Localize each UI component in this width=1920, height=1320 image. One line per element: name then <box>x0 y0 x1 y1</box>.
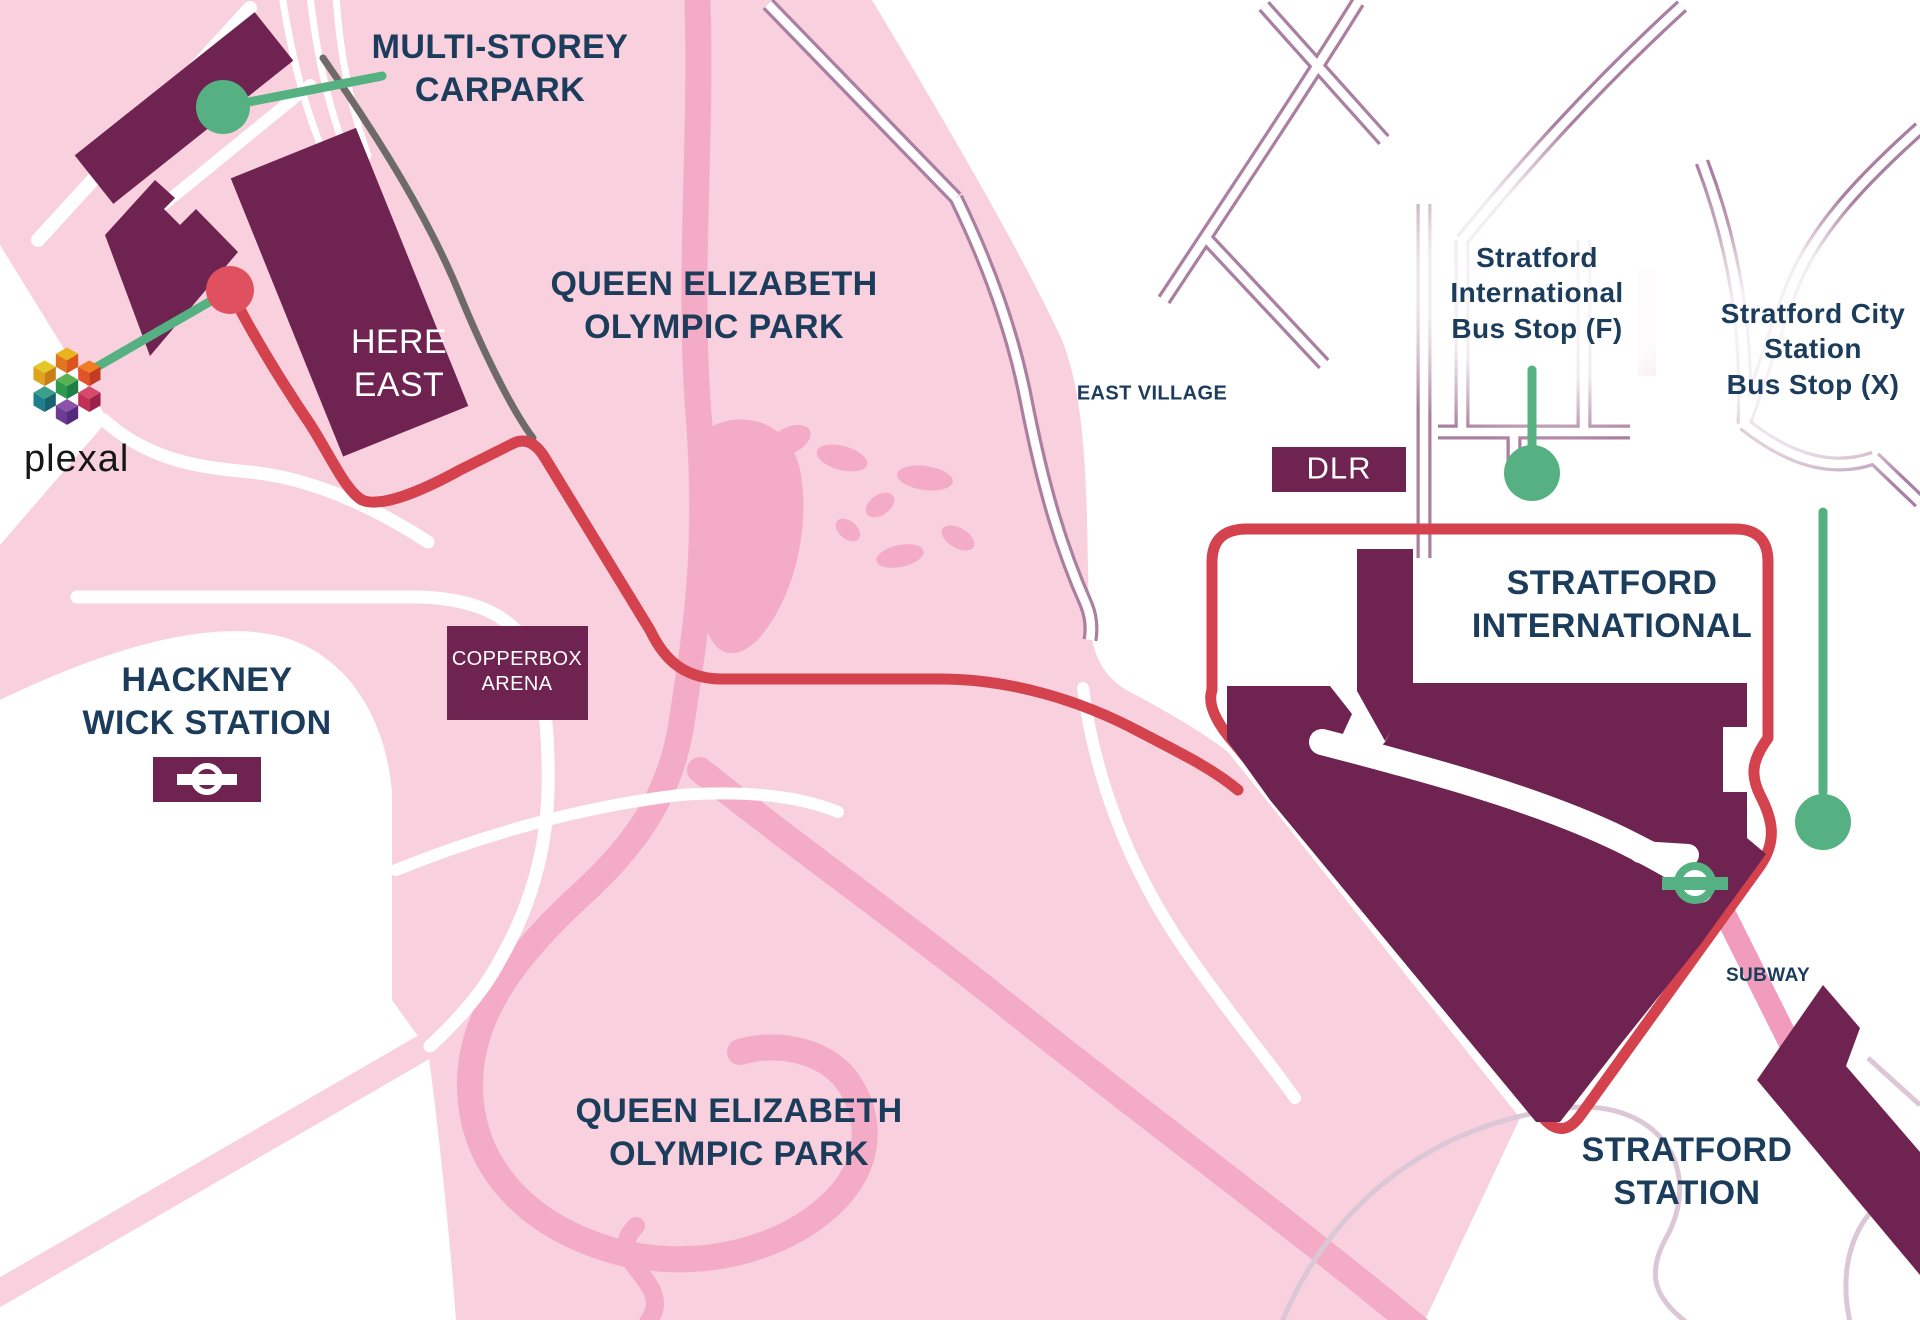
label-dlr: DLR <box>1306 448 1371 487</box>
hackney-wick-white-area <box>0 631 456 1320</box>
label-line: Stratford City <box>1720 298 1906 330</box>
here-east-small-building <box>105 180 238 356</box>
label-bus-stop-x: Stratford City Station Bus Stop (X) <box>1721 296 1906 402</box>
label-line: QUEEN ELIZABETH <box>550 265 878 304</box>
label-line: EAST VILLAGE <box>1076 382 1228 405</box>
label-stratford-international: STRATFORD INTERNATIONAL <box>1472 562 1752 648</box>
river <box>456 0 1429 1320</box>
label-hackney-wick: HACKNEY WICK STATION <box>82 659 331 745</box>
stratford-international-roundel-icon <box>1662 862 1728 904</box>
label-line: Bus Stop (X) <box>1726 368 1900 400</box>
bus-stop-f-halo <box>1337 125 1767 445</box>
here-east-main-building <box>230 127 469 457</box>
label-line: STRATFORD <box>1581 1131 1793 1170</box>
label-stratford-station: STRATFORD STATION <box>1582 1129 1793 1215</box>
label-here-east: HERE EAST <box>351 321 447 407</box>
label-line: WICK STATION <box>82 704 332 742</box>
label-line: Bus Stop (F) <box>1451 312 1623 344</box>
label-line: OLYMPIC PARK <box>609 1135 869 1173</box>
hackney-wick-roundel-icon <box>177 763 237 795</box>
station-tower <box>1357 549 1413 691</box>
multi-storey-carpark-building <box>74 12 294 204</box>
rail-line <box>319 54 537 442</box>
cube-knot-icon <box>33 347 101 425</box>
label-line: ARENA <box>481 673 553 695</box>
label-qeop-bottom: QUEEN ELIZABETH OLYMPIC PARK <box>575 1090 902 1176</box>
label-bus-stop-f: Stratford International Bus Stop (F) <box>1450 240 1623 346</box>
plexal-wordmark: plexal <box>24 438 130 480</box>
label-line: SUBWAY <box>1725 965 1811 987</box>
bus-stop-f-marker-dot <box>1504 445 1560 501</box>
plexal-marker-line <box>83 285 235 377</box>
here-east-buildings <box>74 12 469 457</box>
label-line: OLYMPIC PARK <box>584 308 844 346</box>
label-east-village: EAST VILLAGE <box>1077 381 1227 406</box>
pond-blobs <box>700 419 975 654</box>
label-line: STRATFORD <box>1506 564 1718 603</box>
copperbox-arena-box <box>447 626 588 720</box>
bus-stop-x-halo <box>1665 195 1920 505</box>
stratford-station-building <box>1757 985 1920 1275</box>
label-line: HACKNEY <box>121 661 293 700</box>
label-line: HERE <box>350 323 448 362</box>
plexal-marker-dot <box>206 266 254 314</box>
bus-stop-x-marker-dot <box>1795 794 1851 850</box>
greenway-band <box>0 1034 433 1308</box>
markers <box>83 71 1851 850</box>
label-line: Station <box>1764 333 1862 365</box>
label-multi-storey-carpark: MULTI-STOREY CARPARK <box>372 26 629 112</box>
subway-band <box>1706 891 1806 1061</box>
label-line: CARPARK <box>414 71 586 109</box>
plexal-logo <box>33 347 101 425</box>
label-subway: SUBWAY <box>1726 964 1810 988</box>
dlr-box <box>1272 447 1406 492</box>
label-line: MULTI-STOREY <box>371 28 629 67</box>
label-line: Stratford <box>1476 242 1598 274</box>
label-line: QUEEN ELIZABETH <box>575 1092 903 1131</box>
label-line: INTERNATIONAL <box>1471 607 1753 645</box>
label-line: DLR <box>1306 450 1372 486</box>
park-roads <box>31 0 1301 1104</box>
carpark-marker-dot <box>196 80 250 134</box>
label-line: International <box>1450 277 1624 309</box>
label-line: EAST <box>353 366 445 404</box>
label-line: COPPERBOX <box>451 647 583 670</box>
label-copperbox-arena: COPPERBOX ARENA <box>452 647 582 697</box>
route-line <box>224 284 1244 796</box>
label-qeop-top: QUEEN ELIZABETH OLYMPIC PARK <box>550 263 877 349</box>
label-line: STATION <box>1613 1174 1761 1212</box>
